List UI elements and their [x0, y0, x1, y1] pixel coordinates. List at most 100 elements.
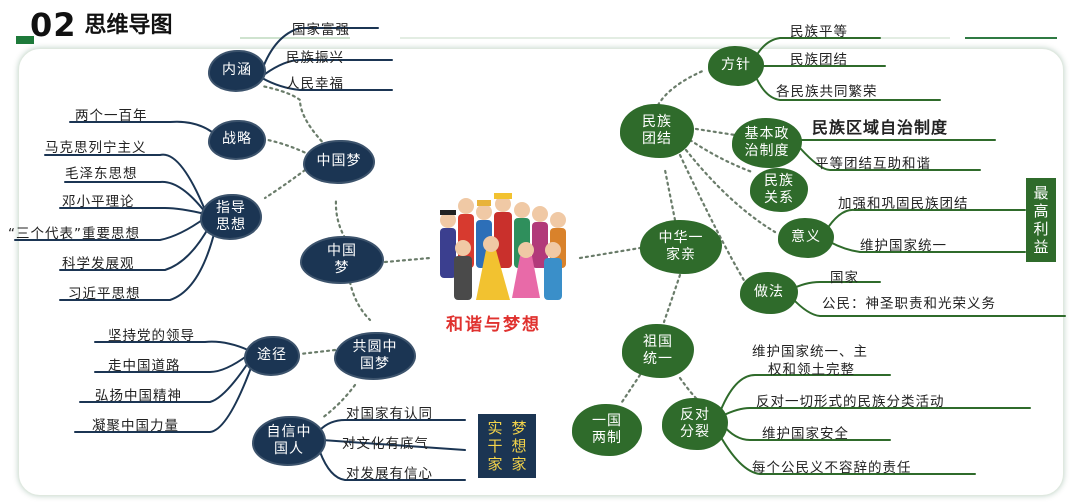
zhidao-item: 毛泽东思想	[65, 166, 138, 182]
branch-line	[319, 419, 466, 431]
branch-line	[719, 374, 891, 413]
dotted-link	[662, 273, 682, 324]
node-liangzhi: 一国两制	[572, 404, 642, 456]
node-label: 民族团结	[642, 113, 672, 148]
dotted-link	[684, 148, 777, 234]
fangzhen-item: 民族团结	[790, 52, 848, 68]
accent-bar	[16, 36, 34, 44]
illustration-caption: 和谐与梦想	[446, 315, 541, 335]
dotted-link	[266, 138, 312, 157]
node-zhanlue: 战略	[208, 120, 266, 160]
box-col: 梦想家	[509, 419, 529, 473]
node-tongyi: 祖国统一	[622, 324, 694, 378]
yiyi-item: 维护国家统一	[860, 238, 947, 254]
node-neihan: 内涵	[208, 50, 266, 92]
node-yiyi: 意义	[778, 218, 834, 258]
node-label: 自信中国人	[266, 423, 312, 458]
branch-line	[754, 74, 941, 101]
node-label: 反对分裂	[680, 406, 710, 441]
node-minzu: 民族团结	[620, 104, 694, 158]
section-number: 02	[30, 6, 77, 44]
header-rule	[400, 37, 950, 39]
branch-line	[799, 147, 981, 171]
node-label: 基本政治制度	[744, 125, 790, 160]
node-label: 中华一家亲	[658, 229, 704, 264]
branch-line	[74, 364, 253, 433]
node-label: 意义	[791, 229, 821, 246]
node-label: 民族关系	[764, 172, 794, 207]
tujing-item: 弘扬中国精神	[95, 388, 182, 404]
branch-line	[321, 439, 466, 451]
fangzhen-item: 民族平等	[790, 24, 848, 40]
branch-line	[829, 241, 1026, 253]
zixin-item: 对国家有认同	[346, 406, 433, 422]
dotted-link	[656, 68, 707, 107]
branch-line	[59, 229, 216, 301]
tujing-item: 凝聚中国力量	[92, 418, 179, 434]
branch-line	[69, 120, 213, 133]
tujing-item: 走中国道路	[108, 358, 181, 374]
branch-line	[94, 340, 249, 351]
dotted-link	[383, 256, 432, 264]
node-gongyuan: 共圆中国梦	[334, 332, 416, 380]
zhidao-item: “三个代表”重要思想	[8, 226, 140, 242]
node-fandui: 反对分裂	[662, 398, 728, 450]
node-zuifa: 做法	[740, 272, 798, 314]
zuifa-item: 国家	[830, 270, 859, 286]
node-jiben: 基本政治制度	[732, 118, 802, 168]
node-label: 战略	[222, 131, 252, 148]
node-label: 中国梦	[316, 153, 362, 170]
fangzhen-item: 各民族共同繁荣	[776, 84, 878, 100]
node-label: 共圆中国梦	[352, 338, 398, 373]
fandui-item: 每个公民义不容辞的责任	[752, 460, 912, 476]
node-label: 祖国统一	[643, 333, 673, 368]
zhidao-item: 邓小平理论	[62, 194, 135, 210]
zixin-item: 对发展有信心	[346, 466, 433, 482]
tujing-item: 坚持党的领导	[108, 328, 195, 344]
dotted-link	[260, 84, 332, 152]
yiyi-item: 加强和巩固民族团结	[838, 196, 969, 212]
dream-box: 实干家 梦想家	[478, 414, 536, 478]
node-label: 一国两制	[592, 412, 622, 447]
dotted-link	[320, 383, 357, 420]
fandui-item: 维护国家统一、主	[752, 344, 868, 360]
dotted-link	[688, 138, 754, 174]
dotted-link	[688, 126, 737, 137]
node-label: 中国梦	[327, 242, 357, 277]
dotted-link	[620, 373, 642, 404]
header-rule	[240, 37, 350, 39]
neihan-item: 人民幸福	[286, 76, 344, 92]
fandui-item: 反对一切形式的民族分类活动	[756, 394, 945, 410]
diagram-panel	[18, 48, 1064, 496]
neihan-item: 国家富强	[292, 22, 350, 38]
node-label: 内涵	[222, 62, 252, 79]
node-guanxi: 民族关系	[750, 168, 808, 212]
node-label: 方针	[721, 57, 751, 74]
box-label: 最高利益	[1033, 184, 1049, 256]
branch-line	[79, 359, 251, 403]
branch-line	[319, 451, 466, 481]
zuifa-item: 公民：神圣职责和光荣义务	[822, 296, 996, 312]
node-zhonghua: 中华一家亲	[640, 220, 722, 274]
dotted-link	[263, 168, 307, 200]
branch-line	[59, 207, 206, 215]
jiben-item: 民族区域自治制度	[812, 118, 949, 137]
dotted-link	[578, 246, 642, 260]
zixin-item: 对文化有底气	[342, 436, 429, 452]
header-rule-accent	[965, 37, 1057, 39]
branch-line	[59, 224, 211, 271]
branch-line	[264, 59, 393, 75]
guanxi-item: 平等团结互助和谐	[815, 156, 931, 172]
node-fangzhen: 方针	[708, 46, 764, 86]
node-zhongguomeng-upper: 中国梦	[303, 140, 375, 184]
branch-line	[261, 77, 393, 91]
branch-line	[14, 217, 206, 241]
dotted-link	[663, 168, 677, 222]
zhidao-item: 马克思列宁主义	[45, 140, 147, 156]
dotted-link	[334, 198, 347, 240]
node-label: 指导思想	[216, 199, 246, 234]
zhidao-item: 科学发展观	[62, 256, 135, 272]
